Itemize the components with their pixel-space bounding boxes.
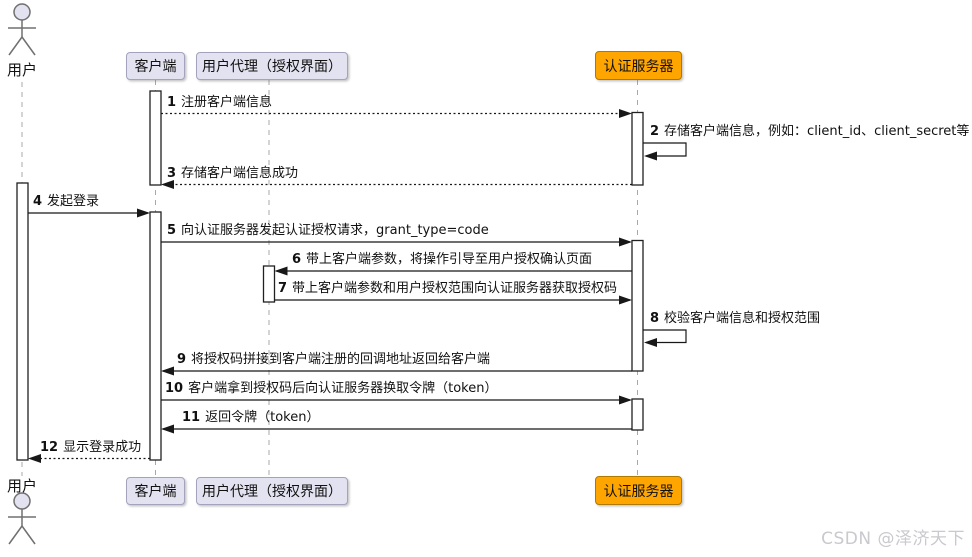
message-12-number: 12: [40, 440, 59, 455]
activation-client-1: [149, 90, 162, 186]
message-10-text: 客户端拿到授权码后向认证服务器换取令牌（token）: [188, 381, 498, 396]
message-8-number: 8: [650, 311, 660, 326]
message-6-number: 6: [292, 252, 302, 267]
message-3: 3 存储客户端信息成功: [167, 166, 298, 182]
actor-user-top-label: 用户: [6, 61, 37, 79]
watermark: CSDN @泽济天下: [821, 529, 965, 549]
message-11-text: 返回令牌（token）: [205, 410, 320, 425]
participant-user-agent-top: 用户代理（授权界面）: [196, 52, 348, 80]
participant-client-top: 客户端: [126, 52, 185, 80]
activation-user: [16, 182, 29, 461]
message-2-number: 2: [650, 124, 660, 139]
arrow-8-head: [644, 338, 657, 347]
message-9-text: 将授权码拼接到客户端注册的回调地址返回给客户端: [191, 352, 491, 367]
message-7-number: 7: [278, 281, 288, 296]
message-9-number: 9: [177, 352, 187, 367]
activation-client-2: [149, 211, 162, 461]
arrow-3-head: [161, 180, 174, 189]
arrow-12-head: [28, 454, 41, 463]
actor-user-bottom-icon: [8, 492, 36, 545]
message-3-number: 3: [167, 166, 177, 181]
arrow-8-self: [643, 329, 687, 344]
message-1: 1 注册客户端信息: [167, 95, 272, 111]
message-1-number: 1: [167, 95, 177, 110]
activation-user-agent: [262, 265, 276, 303]
message-5-number: 5: [167, 223, 177, 238]
arrow-2-head: [644, 151, 657, 161]
arrow-9-head: [161, 366, 174, 376]
participant-client-bottom: 客户端: [126, 477, 185, 505]
message-5: 5 向认证服务器发起认证授权请求，grant_type=code: [167, 223, 489, 239]
arrow-6-head: [274, 266, 288, 276]
arrow-1-head: [619, 109, 632, 118]
arrow-10-head: [619, 395, 632, 405]
message-9: 9 将授权码拼接到客户端注册的回调地址返回给客户端: [177, 352, 490, 368]
message-7-text: 带上客户端参数和用户授权范围向认证服务器获取授权码: [292, 281, 618, 296]
arrow-5-head: [619, 237, 632, 247]
participant-auth-server-top: 认证服务器: [595, 51, 682, 80]
message-2: 2 存储客户端信息，例如：client_id、client_secret等: [650, 124, 969, 140]
arrow-11-head: [161, 424, 174, 434]
message-12-text: 显示登录成功: [63, 440, 142, 455]
participant-auth-server-bottom: 认证服务器: [595, 476, 682, 505]
message-6: 6 带上客户端参数，将操作引导至用户授权确认页面: [292, 252, 592, 268]
message-4-number: 4: [33, 194, 43, 209]
message-11-number: 11: [182, 410, 201, 425]
message-2-text: 存储客户端信息，例如：client_id、client_secret等: [664, 124, 970, 139]
message-11: 11 返回令牌（token）: [182, 410, 319, 426]
arrow-7-head: [619, 295, 632, 305]
message-1-text: 注册客户端信息: [181, 95, 273, 110]
message-6-text: 带上客户端参数，将操作引导至用户授权确认页面: [306, 252, 593, 267]
actor-user-top-icon: [8, 3, 36, 56]
message-12: 12 显示登录成功: [40, 440, 141, 456]
actor-user-bottom-label: 用户: [6, 477, 37, 495]
arrow-2-self: [643, 142, 687, 157]
activation-auth-2: [631, 239, 644, 372]
message-8: 8 校验客户端信息和授权范围: [650, 311, 820, 327]
message-8-text: 校验客户端信息和授权范围: [664, 311, 821, 326]
message-5-text: 向认证服务器发起认证授权请求，grant_type=code: [181, 223, 489, 238]
activation-auth-1: [631, 111, 644, 186]
message-10: 10 客户端拿到授权码后向认证服务器换取令牌（token）: [165, 381, 497, 397]
message-3-text: 存储客户端信息成功: [181, 166, 299, 181]
message-4-text: 发起登录: [47, 194, 100, 209]
activation-auth-3: [631, 398, 644, 431]
message-10-number: 10: [165, 381, 184, 396]
participant-user-agent-bottom: 用户代理（授权界面）: [196, 477, 348, 505]
message-7: 7 带上客户端参数和用户授权范围向认证服务器获取授权码: [278, 281, 617, 297]
message-4: 4 发起登录: [33, 194, 99, 210]
arrow-4-head: [137, 208, 150, 218]
